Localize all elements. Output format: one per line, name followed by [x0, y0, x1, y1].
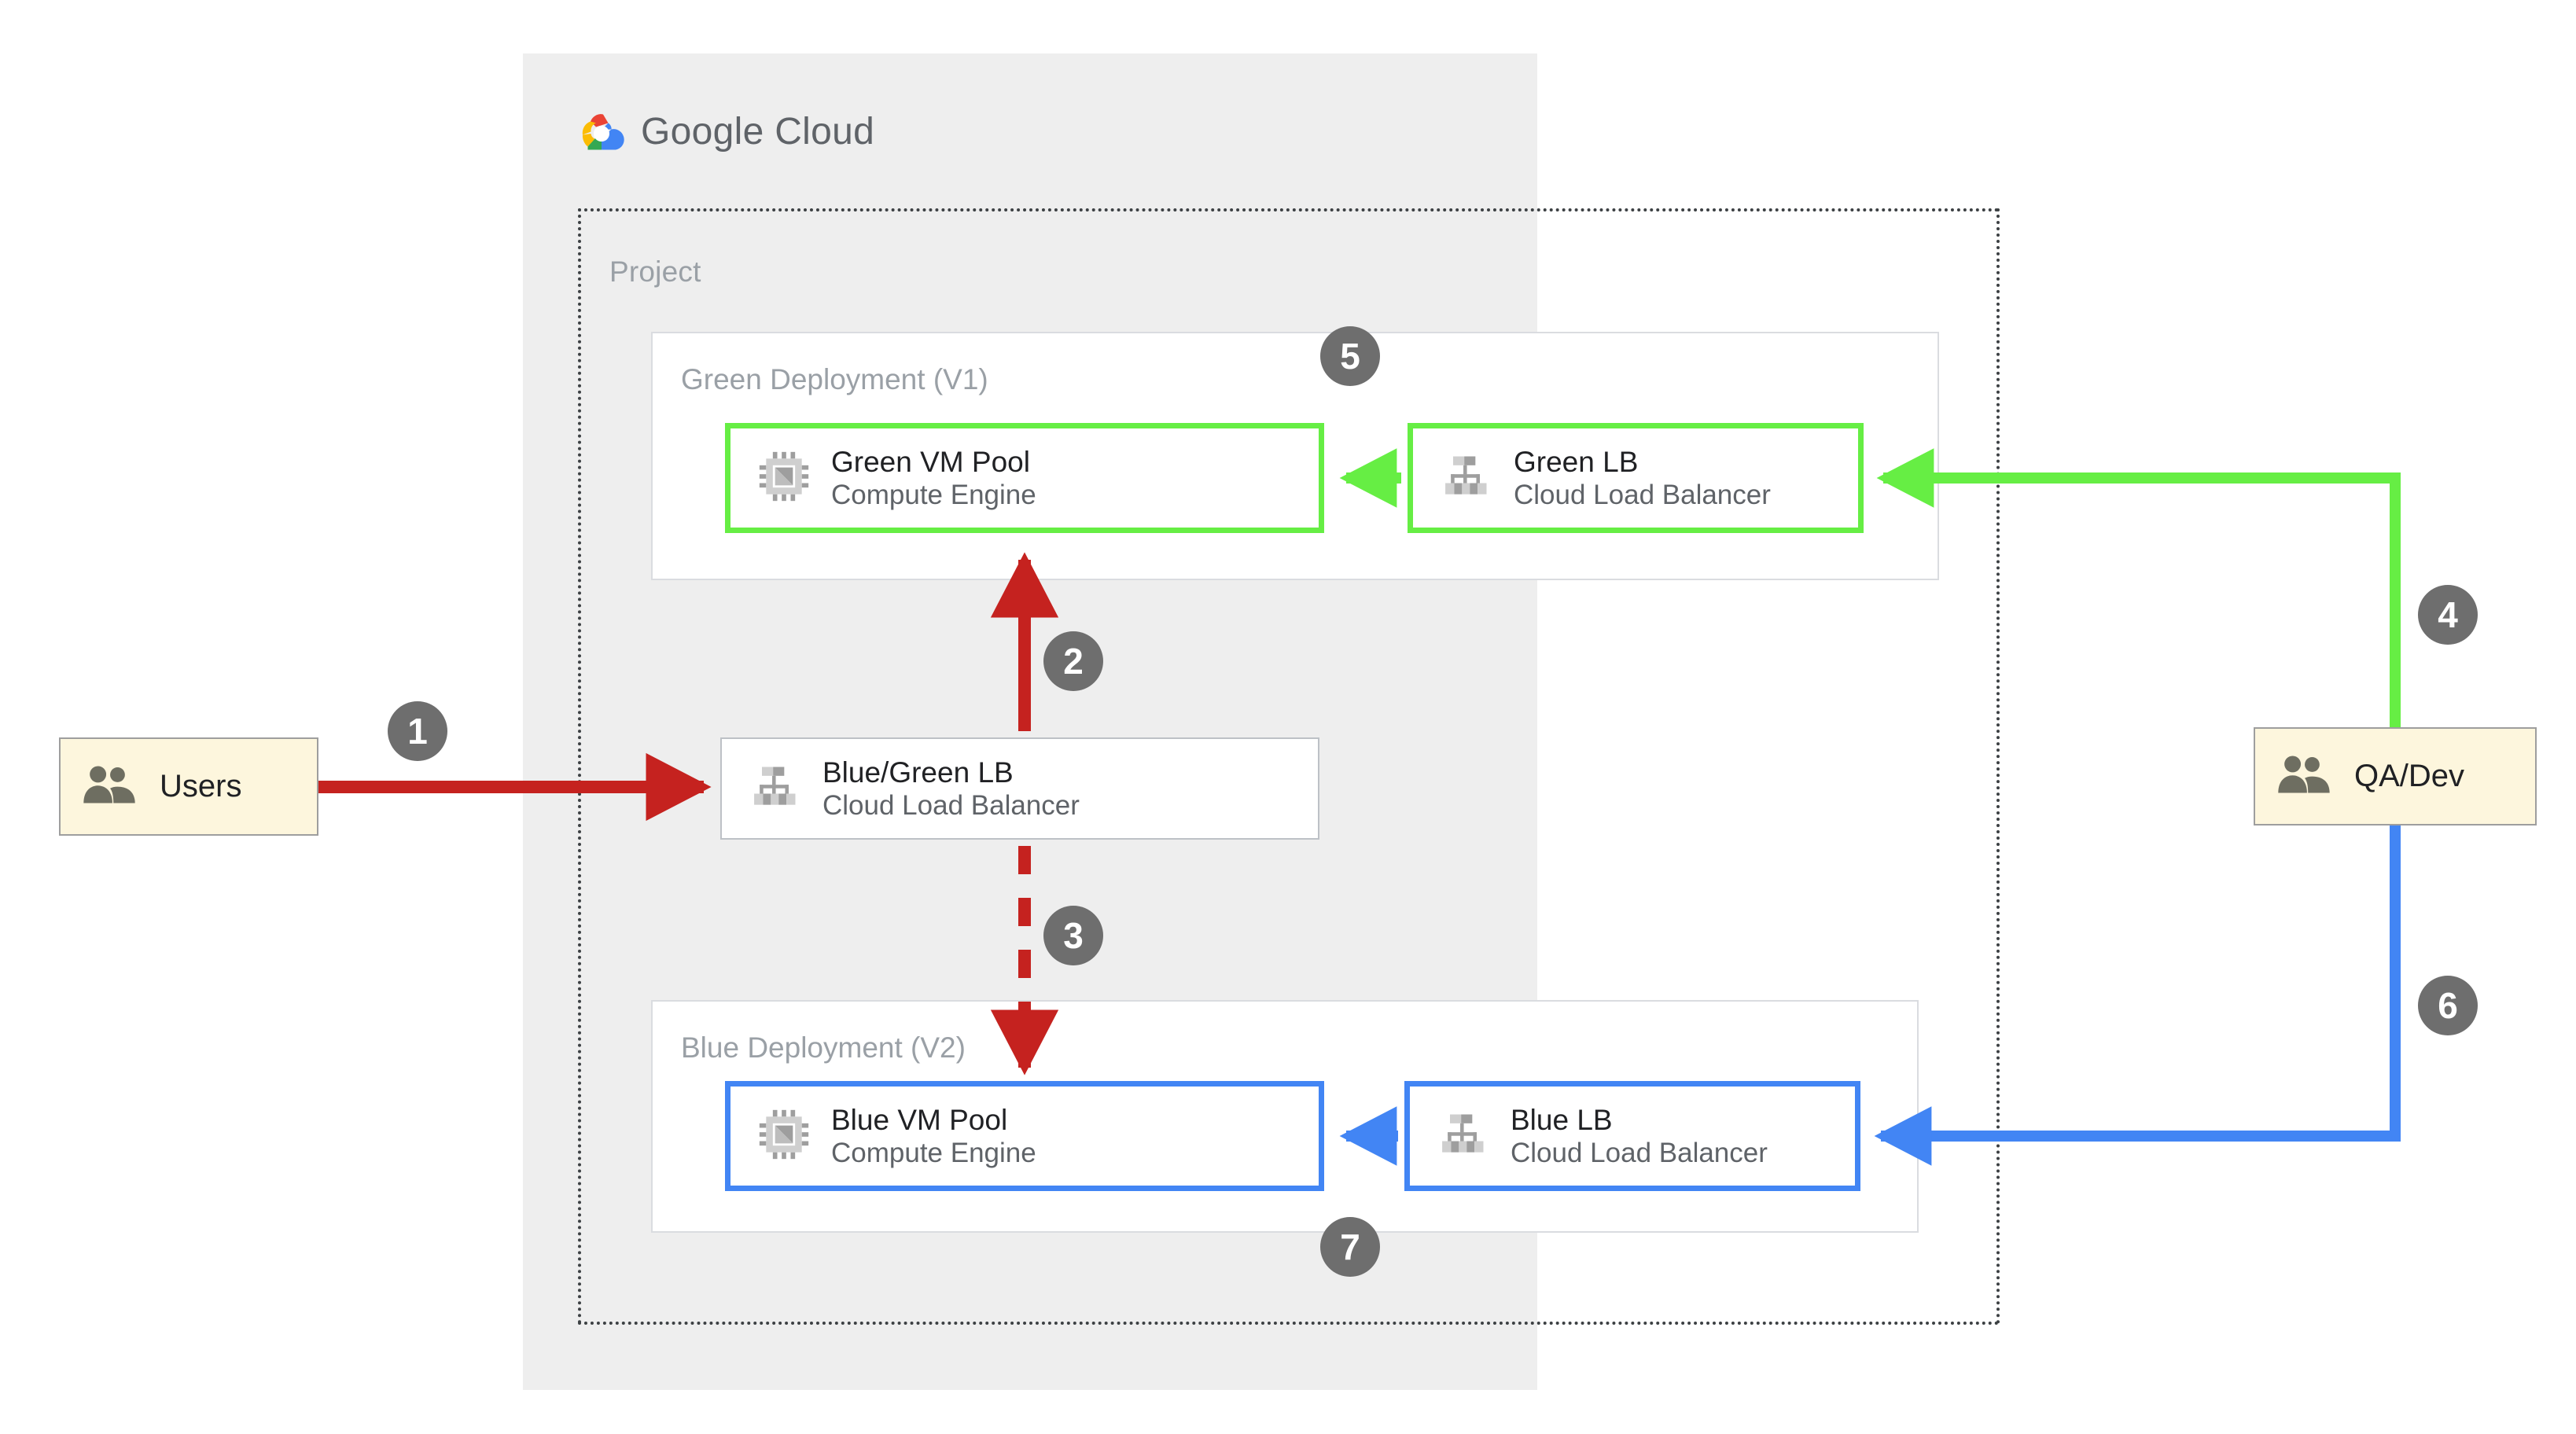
step-badge-5: 5 [1320, 326, 1380, 386]
node-title: Blue VM Pool [831, 1103, 1008, 1136]
node-subtitle: Cloud Load Balancer [822, 790, 1080, 822]
node-subtitle: Compute Engine [831, 1138, 1036, 1169]
node-subtitle: Cloud Load Balancer [1514, 480, 1771, 511]
compute-engine-icon [757, 450, 811, 507]
step-badge-2: 2 [1043, 631, 1103, 691]
step-badge-4: 4 [2418, 585, 2478, 645]
node-subtitle: Cloud Load Balancer [1511, 1138, 1768, 1169]
project-label: Project [609, 256, 701, 288]
step-badge-6: 6 [2418, 976, 2478, 1035]
node-green-vm-pool[interactable]: Green VM Pool Compute Engine [725, 423, 1324, 533]
project-boundary [578, 208, 2000, 1325]
node-title: Blue LB [1511, 1103, 1613, 1136]
actor-label: QA/Dev [2354, 759, 2465, 793]
node-subtitle: Compute Engine [831, 480, 1036, 511]
compute-engine-icon [757, 1108, 811, 1165]
users-group-icon [83, 762, 136, 811]
google-cloud-wordmark: Google Cloud [641, 111, 875, 153]
node-title: Green VM Pool [831, 445, 1030, 478]
step-badge-7: 7 [1320, 1217, 1380, 1277]
node-blue-lb[interactable]: Blue LB Cloud Load Balancer [1404, 1081, 1860, 1191]
actor-label: Users [160, 769, 242, 803]
node-title: Green LB [1514, 445, 1639, 478]
node-blue-green-lb[interactable]: Blue/Green LB Cloud Load Balancer [720, 737, 1319, 840]
node-blue-vm-pool[interactable]: Blue VM Pool Compute Engine [725, 1081, 1324, 1191]
actor-qa-dev[interactable]: QA/Dev [2254, 727, 2537, 825]
google-cloud-logo: Google Cloud [578, 110, 874, 153]
cloud-load-balancer-icon [1437, 1108, 1490, 1165]
node-title: Blue/Green LB [822, 756, 1014, 789]
step-badge-1: 1 [388, 701, 447, 761]
google-cloud-logo-icon [582, 113, 624, 149]
blue-deployment-label: Blue Deployment (V2) [681, 1031, 966, 1064]
cloud-load-balancer-icon [749, 760, 802, 818]
users-group-icon [2277, 752, 2331, 801]
node-green-lb[interactable]: Green LB Cloud Load Balancer [1408, 423, 1864, 533]
cloud-load-balancer-icon [1440, 450, 1493, 507]
step-badge-3: 3 [1043, 906, 1103, 965]
actor-users[interactable]: Users [59, 737, 318, 836]
green-deployment-label: Green Deployment (V1) [681, 363, 988, 395]
